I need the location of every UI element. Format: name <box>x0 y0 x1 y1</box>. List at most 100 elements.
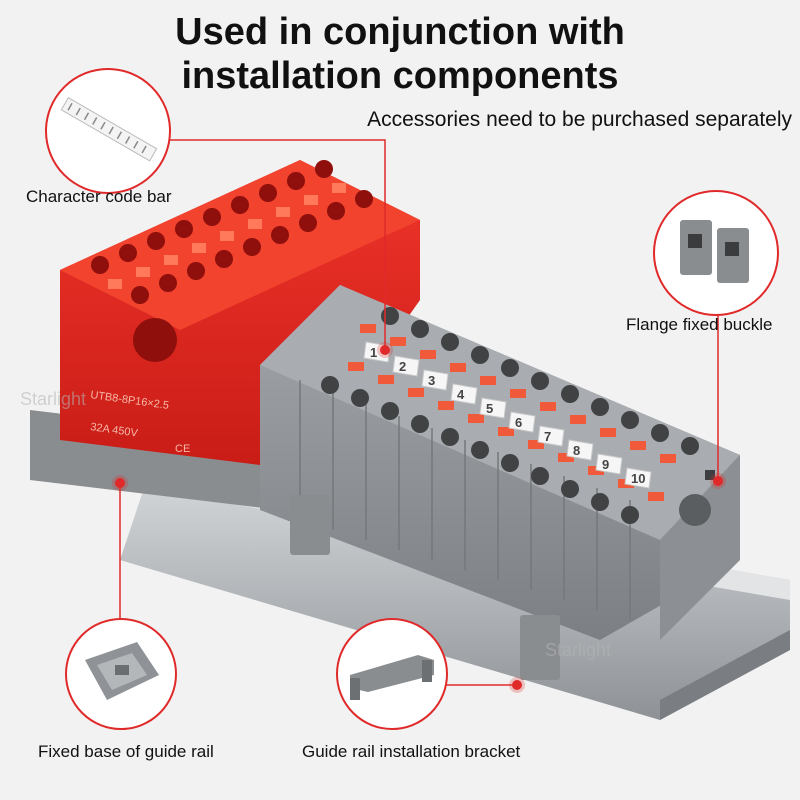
code-bar-tick <box>133 140 139 149</box>
callout-circle-fixed-base <box>65 618 177 730</box>
gray-hole <box>381 307 399 325</box>
bracket-icon <box>350 655 434 700</box>
marker-number: 10 <box>631 471 645 486</box>
watermark-left: Starlight <box>20 389 86 409</box>
marker-tag <box>450 383 478 405</box>
marker-number: 6 <box>515 415 522 430</box>
red-clip <box>332 183 346 193</box>
marker-tag <box>566 439 594 461</box>
code-bar-tick <box>83 112 90 121</box>
gray-hole <box>381 402 399 420</box>
red-clip <box>192 243 206 253</box>
gray-hole <box>561 385 579 403</box>
code-bar-tick <box>75 107 81 116</box>
marker-number: 3 <box>428 373 435 388</box>
callout-circle-flange-buckle <box>653 190 779 316</box>
orange-clip <box>570 415 586 424</box>
red-clip <box>136 267 150 277</box>
red-clip <box>108 279 122 289</box>
red-clip <box>276 207 290 217</box>
red-hole <box>327 202 345 220</box>
red-hole <box>203 208 221 226</box>
gray-hole <box>591 398 609 416</box>
orange-clip <box>468 414 484 423</box>
marker-number: 2 <box>399 359 406 374</box>
red-hole <box>91 256 109 274</box>
marker-tag <box>624 467 652 489</box>
gray-hole <box>591 493 609 511</box>
orange-clip <box>498 427 514 436</box>
flange-buckle-icon <box>680 220 749 283</box>
code-bar-icon <box>60 97 158 162</box>
red-hole <box>299 214 317 232</box>
code-bar-tick <box>141 145 147 154</box>
orange-clip <box>420 350 436 359</box>
marker-number: 7 <box>544 429 551 444</box>
gray-hole <box>651 424 669 442</box>
orange-clip <box>390 337 406 346</box>
orange-clip <box>528 440 544 449</box>
dot-code-bar <box>380 345 390 355</box>
red-hole <box>175 220 193 238</box>
red-hole <box>259 184 277 202</box>
red-hole <box>287 172 305 190</box>
dot-bracket <box>512 680 522 690</box>
page-title: Used in conjunction with installation co… <box>0 10 800 98</box>
red-hole <box>243 238 261 256</box>
red-block-ce-mark: CE <box>175 443 190 455</box>
orange-clip <box>648 492 664 501</box>
orange-clip <box>600 428 616 437</box>
watermark-bottom: Starlight <box>545 640 611 660</box>
orange-clip <box>360 324 376 333</box>
red-hole <box>147 232 165 250</box>
red-clip <box>220 231 234 241</box>
orange-clip <box>480 376 496 385</box>
code-bar-tick <box>100 121 106 130</box>
red-clip <box>304 195 318 205</box>
orange-clip <box>660 454 676 463</box>
marker-number: 9 <box>602 457 609 472</box>
orange-clip <box>510 389 526 398</box>
marker-number: 5 <box>486 401 493 416</box>
red-hole <box>119 244 137 262</box>
gray-hole <box>621 506 639 524</box>
code-bar-tick <box>108 126 114 135</box>
marker-tag <box>479 397 507 419</box>
red-hole <box>215 250 233 268</box>
red-hole <box>355 190 373 208</box>
gray-hole <box>321 376 339 394</box>
gray-hole <box>411 415 429 433</box>
red-clip <box>248 219 262 229</box>
gray-hole <box>351 389 369 407</box>
gray-hole <box>531 467 549 485</box>
marker-tag <box>508 411 536 433</box>
gray-hole <box>681 437 699 455</box>
rail-clips <box>290 495 560 680</box>
gray-hole <box>501 454 519 472</box>
dot-fixed-base <box>115 478 125 488</box>
dot-flange-buckle <box>713 476 723 486</box>
marker-number: 8 <box>573 443 580 458</box>
orange-clip <box>378 375 394 384</box>
gray-hole <box>561 480 579 498</box>
orange-clip <box>540 402 556 411</box>
red-hole <box>231 196 249 214</box>
orange-clip <box>408 388 424 397</box>
code-bar-tick <box>67 102 73 111</box>
gray-hole <box>471 346 489 364</box>
gray-hole <box>441 333 459 351</box>
gray-hole <box>441 428 459 446</box>
subtitle: Accessories need to be purchased separat… <box>367 108 792 131</box>
label-fixed-base: Fixed base of guide rail <box>38 742 214 761</box>
callout-circle-code-bar <box>45 68 171 194</box>
marker-tag <box>595 453 623 475</box>
callout-circle-bracket <box>336 618 448 730</box>
gray-hole <box>411 320 429 338</box>
marker-number: 1 <box>370 345 377 360</box>
red-clip <box>164 255 178 265</box>
red-hole <box>271 226 289 244</box>
title-line-2: installation components <box>181 55 619 97</box>
orange-clip <box>438 401 454 410</box>
orange-clip <box>558 453 574 462</box>
